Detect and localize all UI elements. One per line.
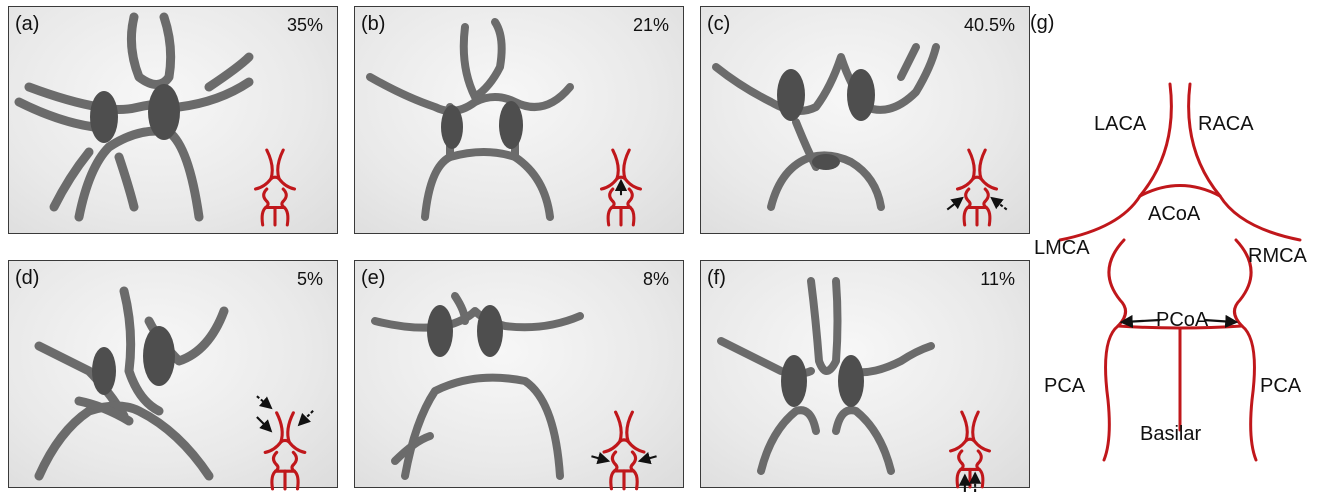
label-lmca: LMCA xyxy=(1034,237,1090,259)
arrow-icon xyxy=(642,456,657,460)
label-laca: LACA xyxy=(1094,113,1147,135)
arrow-icon xyxy=(1124,320,1160,322)
mini-diagram-d xyxy=(250,392,320,492)
label-lpca: PCA xyxy=(1044,375,1086,397)
mini-diagram-b xyxy=(596,148,646,228)
dashed-arrow-icon xyxy=(257,396,270,406)
rmca-vessel xyxy=(1220,196,1300,240)
laca-vessel xyxy=(1140,84,1171,196)
raca-vessel xyxy=(1189,84,1220,196)
lmca-vessel xyxy=(1060,196,1140,240)
mini-diagram-c xyxy=(942,148,1012,228)
label-acoa: ACoA xyxy=(1148,203,1201,225)
arrow-icon xyxy=(947,199,960,209)
acoa-vessel xyxy=(1140,186,1220,197)
left-curve-vessel xyxy=(1109,240,1126,326)
mini-diagram-a xyxy=(250,148,300,228)
arrow-icon xyxy=(591,456,606,460)
mini-diagram-e xyxy=(586,410,662,494)
label-rmca: RMCA xyxy=(1248,245,1308,267)
label-rpca: PCA xyxy=(1260,375,1302,397)
panel-letter: (g) xyxy=(1030,12,1054,35)
dashed-arrow-icon xyxy=(301,411,314,424)
rpca-vessel xyxy=(1242,326,1256,460)
mini-diagram-f xyxy=(942,410,998,494)
dashed-arrow-icon xyxy=(993,199,1006,209)
label-pcoa: PCoA xyxy=(1156,309,1209,331)
label-basilar: Basilar xyxy=(1140,423,1201,445)
arrow-icon xyxy=(1204,320,1234,322)
lpca-vessel xyxy=(1104,326,1118,460)
label-raca: RACA xyxy=(1198,113,1254,135)
arrow-icon xyxy=(257,417,270,430)
circle-of-willis-diagram: LACA RACA ACoA LMCA RMCA PCoA PCA PCA Ba… xyxy=(1020,40,1320,480)
